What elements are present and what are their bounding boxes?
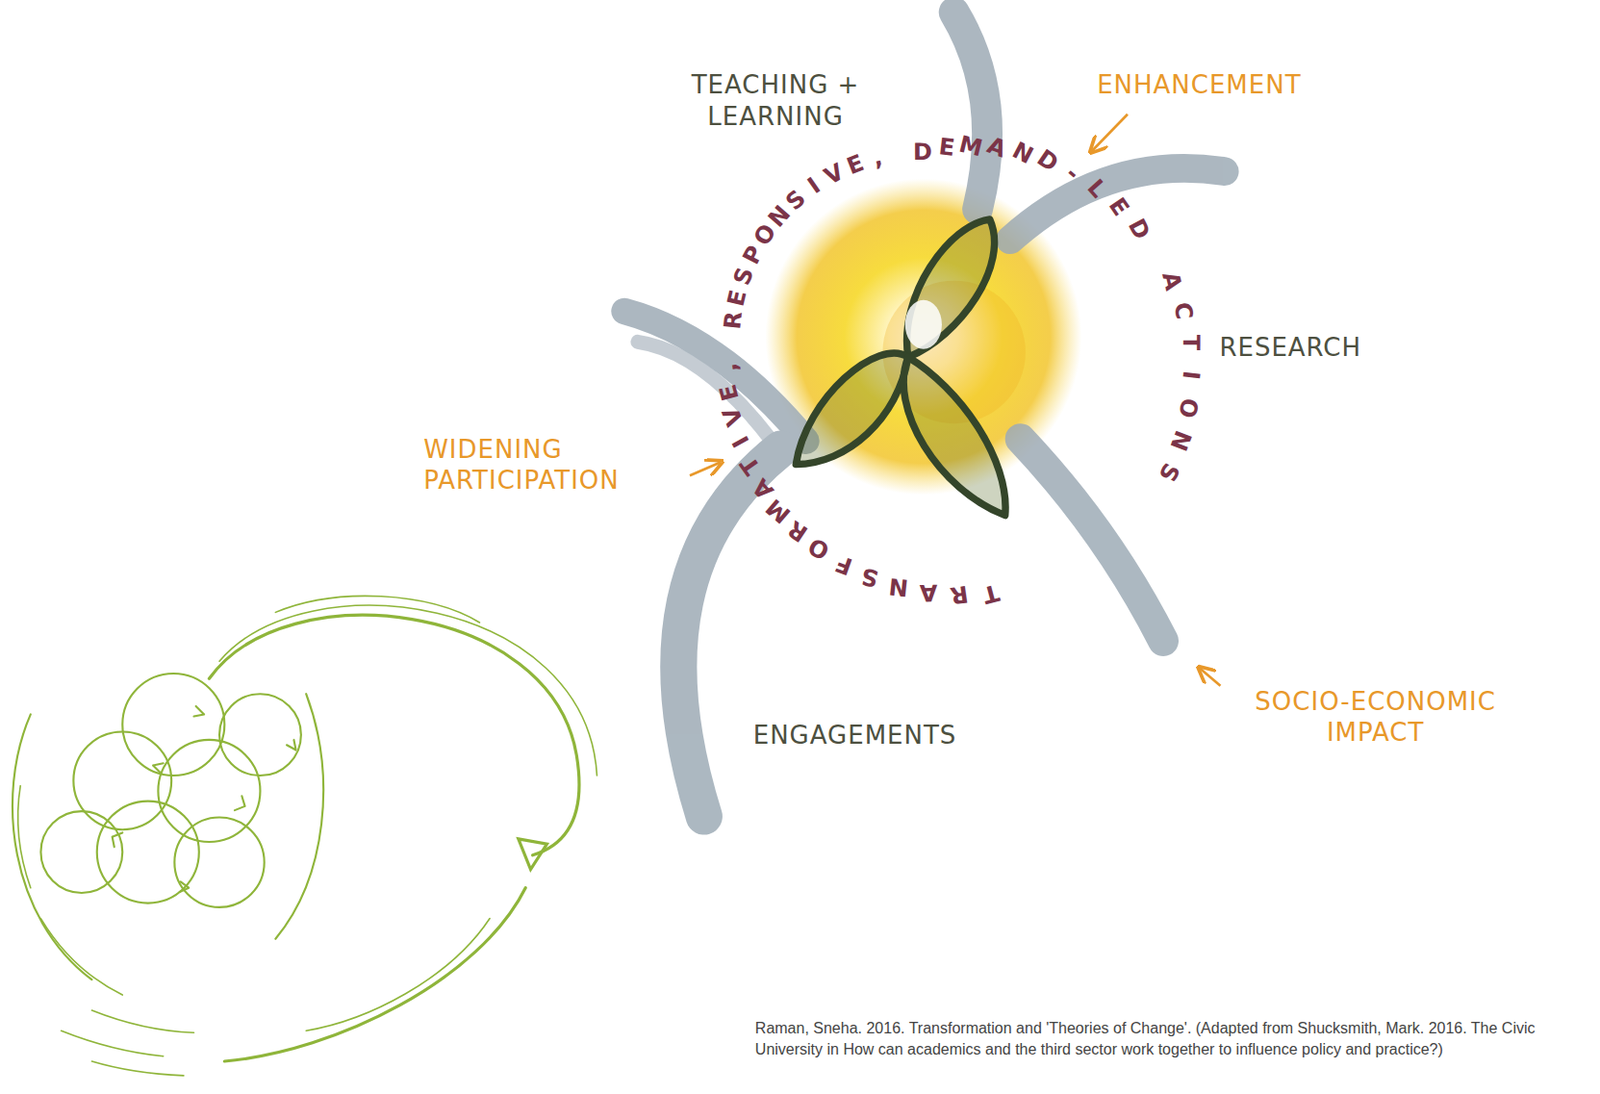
arc-letter: I	[726, 431, 755, 452]
arc-letter: A	[1156, 269, 1188, 294]
arc-letter: I	[802, 172, 825, 200]
arc-letter: I	[1177, 369, 1206, 381]
arc-letter: E	[722, 286, 753, 308]
arc-letter: S	[1152, 458, 1185, 486]
arc-letter	[893, 139, 906, 168]
triquetra	[795, 219, 1006, 516]
arc-letter: T	[1177, 334, 1205, 351]
area-label: TEACHING + LEARNING	[673, 69, 878, 132]
arc-letter: R	[718, 310, 748, 331]
arc-letter: A	[918, 579, 938, 607]
arc-letter: T	[979, 578, 1002, 609]
arc-letter: E	[1103, 192, 1135, 221]
arc-letter: O	[1171, 395, 1203, 422]
arc-letter: V	[819, 157, 849, 190]
arc-letter: R	[782, 514, 813, 548]
highlight	[905, 300, 942, 350]
leader-arrows	[689, 114, 1221, 686]
outcome-label: WIDENING PARTICIPATION	[423, 433, 699, 497]
arc-letter: S	[728, 263, 760, 289]
arc-letter: N	[1164, 427, 1196, 456]
arc-letter: S	[859, 561, 882, 592]
brush-strokes	[624, 12, 1225, 817]
arc-letter	[717, 339, 745, 349]
arc-letter: D	[1032, 144, 1064, 178]
arc-letter	[1142, 245, 1171, 263]
arc-letter: R	[948, 580, 970, 610]
arc-letter: D	[913, 138, 933, 166]
arc-letter: ,	[869, 143, 886, 172]
arc-letter: E	[842, 149, 867, 180]
arc-letter: F	[831, 549, 856, 581]
arc-letter: C	[1168, 301, 1198, 322]
area-label: ENGAGEMENTS	[753, 719, 1060, 752]
outcome-label: SOCIO-ECONOMIC IMPACT	[1201, 685, 1550, 749]
cycle-doodle	[12, 595, 597, 1075]
citation-caption: Raman, Sneha. 2016. Transformation and '…	[755, 1017, 1588, 1060]
arc-letter: D	[1122, 214, 1156, 245]
outcome-label: ENHANCEMENT	[1096, 69, 1363, 102]
arc-letter: E	[937, 133, 957, 163]
arc-letter: N	[887, 572, 910, 602]
area-label: RESEARCH	[1219, 331, 1423, 364]
arc-letter: O	[804, 532, 835, 565]
